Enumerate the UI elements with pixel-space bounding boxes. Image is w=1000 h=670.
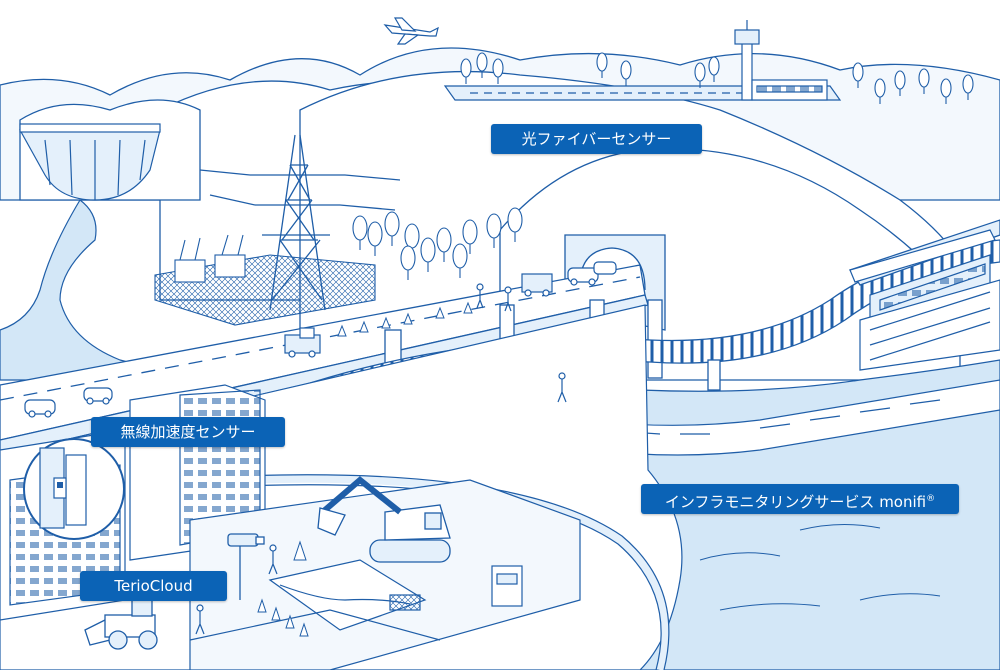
traffic-cone-icon xyxy=(359,320,369,333)
tree-icon xyxy=(940,78,952,104)
tree-icon xyxy=(874,78,886,104)
tree-row-far xyxy=(460,52,974,104)
truck-icon xyxy=(521,273,553,297)
traffic-cone-icon xyxy=(463,301,473,314)
excavator-icon xyxy=(317,476,451,563)
teriocloud-label: TerioCloud xyxy=(80,571,227,601)
tree-icon xyxy=(852,62,864,88)
car-icon xyxy=(83,387,113,405)
traffic-cone-icon xyxy=(257,598,267,613)
traffic-cone-icon xyxy=(299,622,309,637)
tree-icon xyxy=(486,213,502,248)
tree-icon xyxy=(708,56,720,82)
workers xyxy=(195,283,567,635)
monifi-label-text: インフラモニタリングサービス monifi xyxy=(664,493,927,511)
tree-icon xyxy=(492,58,504,84)
tree-icon xyxy=(962,74,974,100)
tree-icon xyxy=(367,221,383,256)
tree-icon xyxy=(452,243,468,278)
tree-icon xyxy=(694,62,706,88)
car-icon xyxy=(567,267,599,286)
traffic-cone-icon xyxy=(337,324,347,337)
train-icon xyxy=(849,229,1000,371)
tree-icon xyxy=(894,70,906,96)
traffic-cone-icon xyxy=(285,614,295,629)
vehicles xyxy=(24,261,617,418)
monifi-label: インフラモニタリングサービス monifi® xyxy=(641,484,959,514)
airport xyxy=(443,20,842,101)
accel-sensor-label: 無線加速度センサー xyxy=(91,417,285,447)
car-icon xyxy=(24,399,56,418)
tree-icon xyxy=(420,237,436,272)
tree-icon xyxy=(352,215,368,250)
tree-icon xyxy=(620,60,632,86)
control-tower-icon xyxy=(734,20,828,101)
traffic-cone-icon xyxy=(435,306,445,319)
airplane-icon xyxy=(383,17,439,45)
wheel-loader-icon xyxy=(84,599,158,650)
tree-icon xyxy=(436,227,452,262)
tree-row-mid xyxy=(352,207,523,280)
traffic-cone-row xyxy=(337,301,473,337)
traffic-cone-icon xyxy=(271,606,281,621)
truck-icon xyxy=(284,327,321,358)
dam-icon xyxy=(19,123,161,201)
tree-icon xyxy=(507,207,523,242)
traffic-cone-icon xyxy=(403,312,413,325)
construction-cones xyxy=(257,540,309,637)
sensor-device-icon xyxy=(53,477,67,499)
traffic-cone-icon xyxy=(381,316,391,329)
registered-mark: ® xyxy=(926,494,936,504)
tree-icon xyxy=(400,245,416,280)
tree-icon xyxy=(460,58,472,84)
tree-icon xyxy=(462,219,478,254)
power-tower-icon xyxy=(199,134,401,311)
traffic-cone-icon xyxy=(293,540,307,561)
sensor-magnifier xyxy=(23,438,125,540)
security-camera-icon xyxy=(227,533,265,600)
tree-icon xyxy=(384,211,400,246)
tree-icon xyxy=(596,52,608,78)
tree-icon xyxy=(918,68,930,94)
car-icon xyxy=(593,261,617,275)
tree-icon xyxy=(476,52,488,78)
fiber-sensor-label: 光ファイバーセンサー xyxy=(491,124,702,154)
